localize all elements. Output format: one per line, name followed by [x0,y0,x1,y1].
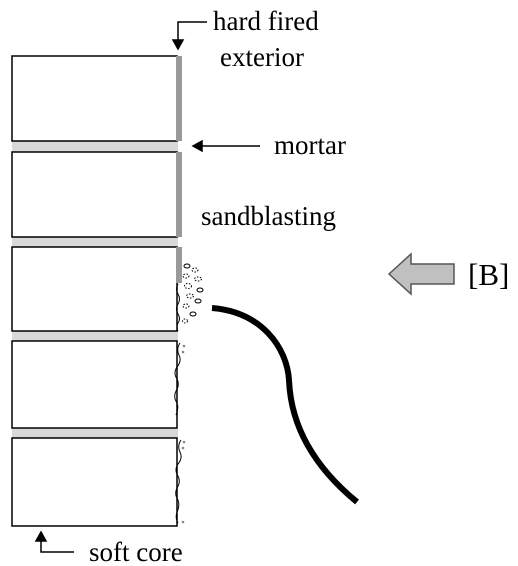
particle-cluster [191,267,199,273]
particle [182,344,186,348]
particle [181,446,185,450]
hard-fired-exterior-layer [176,56,182,283]
exterior-layer-brick-3 [176,247,182,283]
surface-particles [181,344,186,524]
particle-cluster [196,287,204,293]
hard-fired-exterior-label-line1: hard fired [213,6,319,36]
particle-cluster [183,263,191,269]
direction-block-arrow [387,252,455,296]
mortar-label: mortar [274,130,346,160]
particle [181,350,185,354]
exterior-layer-brick-2 [176,152,182,237]
pointer-arrows [34,21,260,553]
eroded-brick-faces [174,283,182,524]
brick-4 [11,340,178,429]
hard-fired-exterior-arrowhead [171,39,185,51]
mortar-joint-1 [12,141,178,152]
particle-cluster [189,311,197,317]
eroded-face-brick-5 [175,439,182,524]
brick-5 [11,437,178,527]
particle [181,520,185,524]
particle-cluster [182,303,190,309]
bricks [11,55,178,527]
mortar-joints [12,141,178,438]
eroded-face-brick-3 [176,283,180,332]
particle-cluster [182,273,190,279]
particle [182,440,186,444]
soft-core-label: soft core [89,537,183,566]
mortar-joint-4 [12,428,178,438]
hard-fired-exterior-pointer-line [177,21,207,42]
brick-2 [11,151,178,238]
particle-cluster [186,293,194,299]
soft-core-arrowhead [34,530,48,542]
sandblast-particle-cloud [182,263,204,324]
particle-cluster [182,318,188,324]
brick-1 [11,55,178,142]
soft-core-pointer-line [40,539,74,553]
particle-cluster [184,283,192,289]
mortar-joint-3 [12,331,178,341]
sandblasting-label: sandblasting [201,201,336,231]
exterior-layer-brick-1 [176,56,182,141]
brick-3 [11,246,178,332]
eroded-face-brick-4 [174,342,181,416]
mortar-arrowhead [191,139,203,153]
marker-b-label: [B] [468,257,509,292]
particle-cluster [194,298,202,304]
particle-cluster [194,276,202,282]
hard-fired-exterior-label-line2: exterior [220,42,304,72]
mortar-joint-2 [12,237,178,247]
sandblasting-hose-curve [211,305,359,505]
